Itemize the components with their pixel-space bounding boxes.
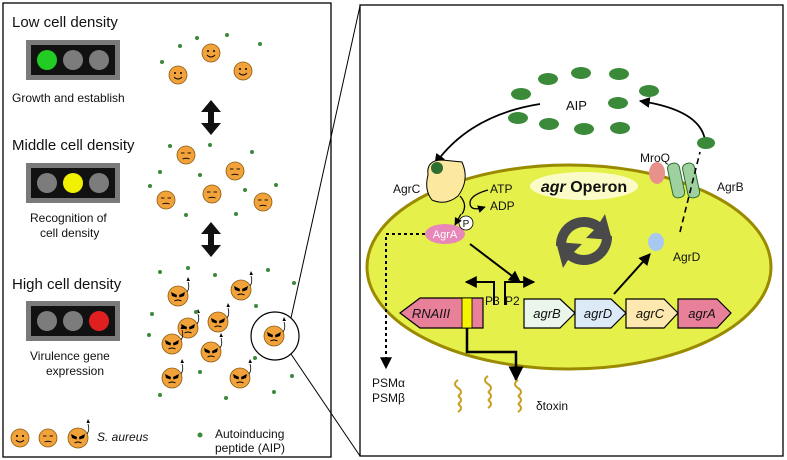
legend-organism: S. aureus [97, 430, 148, 444]
legend-aip-line1: Autoinducing [215, 427, 284, 441]
aip-dots-high [147, 266, 296, 400]
agra-label: AgrA [433, 229, 458, 241]
gene-rnaiii [399, 297, 484, 329]
gene-agrc [625, 298, 679, 329]
agra-protein [425, 224, 465, 244]
agrb-channel [667, 162, 701, 199]
p2-label: P2 [505, 294, 520, 308]
operon-title: agr Operon [541, 179, 627, 196]
operon-title-italic: agr [541, 179, 567, 196]
gene-label-rnaiii: RNAIII [412, 306, 451, 321]
legend-aip-dot [197, 432, 203, 438]
aip-exiting [697, 137, 715, 149]
gene-agrb [523, 298, 576, 329]
agrd-protein [648, 233, 664, 251]
mroq-protein [649, 162, 665, 184]
traffic-light-middle [26, 163, 120, 203]
atp-adp-arrow [469, 189, 489, 213]
stage-title-low: Low cell density [12, 14, 118, 31]
operon-title-glow [530, 172, 638, 200]
zoom-line-top [290, 5, 361, 319]
agrc-to-agra-arrow [454, 213, 462, 226]
agrc-receptor [426, 159, 466, 203]
adp-label: ADP [490, 199, 515, 213]
traffic-light-high [26, 301, 120, 341]
gene-label-agrd: agrD [584, 306, 612, 321]
double-arrow-1 [201, 100, 221, 135]
agra-to-psm-arrow [380, 233, 425, 370]
stage-caption-middle-1: Recognition of [30, 211, 107, 225]
zoom-circle [250, 311, 300, 361]
arrow-agrb-to-aip [638, 97, 706, 141]
agra-to-promoter-arrow [469, 243, 521, 283]
gene-label-agrb: agrB [533, 306, 561, 321]
translation-arrow [613, 253, 651, 295]
gene-label-agrc: agrC [636, 306, 665, 321]
aip-cluster [508, 67, 659, 135]
gene-label-agra: agrA [688, 306, 715, 321]
delta-toxin-label: δtoxin [536, 399, 568, 413]
agrd-export-dashes [679, 151, 701, 233]
aip-dots-middle [148, 143, 278, 217]
stage-caption-high-2: expression [46, 364, 104, 378]
arrow-aip-to-agrc [434, 103, 541, 165]
stage-caption-high-1: Virulence gene [30, 349, 110, 363]
atp-label: ATP [490, 182, 512, 196]
rnaiii-to-toxin-arrow [465, 328, 524, 382]
agrc-label: AgrC [393, 182, 421, 196]
traffic-light-low [26, 40, 120, 80]
legend-aip-line2: peptide (AIP) [215, 441, 285, 455]
recycle-arrows-icon [555, 214, 613, 268]
delta-toxin-helices [454, 375, 522, 413]
stage-title-high: High cell density [12, 276, 122, 293]
phospho-label: P [463, 219, 470, 230]
p2-promoter-arrow [504, 276, 536, 305]
gene-agrd [574, 298, 627, 329]
agrb-label: AgrB [717, 180, 744, 194]
gene-agra [677, 298, 732, 329]
p3-label: P3 [485, 294, 500, 308]
p3-promoter-arrow [464, 276, 495, 305]
zoom-line-bottom [290, 353, 361, 457]
aip-dots-low [160, 33, 262, 64]
stage-caption-middle-2: cell density [40, 226, 99, 240]
operon-title-rest: Operon [566, 179, 627, 196]
agrc-stalk [459, 195, 466, 215]
mroq-label: MroQ [640, 151, 670, 165]
aip-label: AIP [566, 98, 587, 113]
double-arrow-2 [201, 222, 221, 257]
stage-caption-low: Growth and establish [12, 91, 125, 105]
psm-beta-label: PSMβ [372, 391, 405, 405]
stage-title-middle: Middle cell density [12, 137, 135, 154]
agrd-label: AgrD [673, 250, 701, 264]
psm-alpha-label: PSMα [372, 376, 405, 390]
